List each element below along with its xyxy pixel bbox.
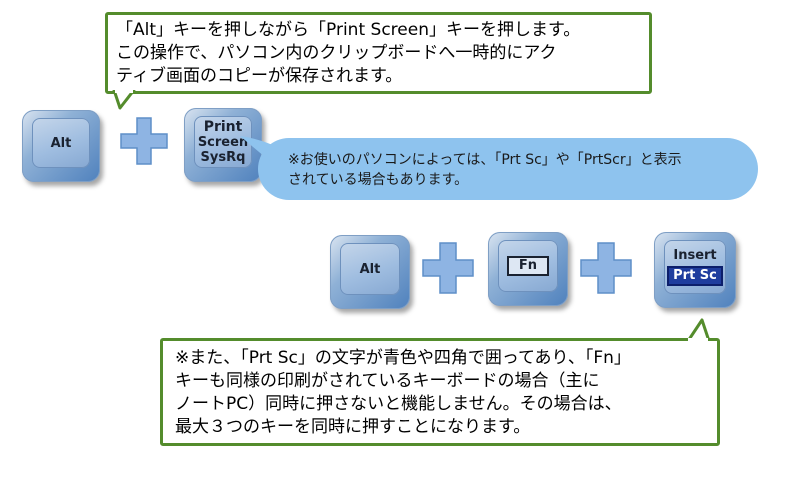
top-callout-line-1: 「Alt」キーを押しながら「Print Screen」キーを押します。 [116, 20, 581, 40]
bottom-callout-line-1: ※また、「Prt Sc」の文字が青色や四角で囲ってあり、「Fn」 [175, 348, 631, 368]
bottom-callout-line-4: 最大３つのキーを同時に押すことになります。 [175, 417, 531, 437]
print-screen-key-label-3: SysRq [200, 149, 246, 165]
bottom-callout: ※また、「Prt Sc」の文字が青色や四角で囲ってあり、「Fn」 キーも同様の印… [160, 338, 720, 446]
print-screen-key: Print Screen SysRq [184, 108, 262, 182]
note-bubble-text: ※お使いのパソコンによっては、「Prt Sc」や「PrtScr」と表示 されてい… [288, 150, 748, 190]
alt-key-label: Alt [50, 135, 72, 151]
plus-sign-3 [580, 242, 632, 294]
bottom-callout-tail-seam [688, 338, 708, 342]
top-callout-tail [112, 90, 136, 110]
top-callout: 「Alt」キーを押しながら「Print Screen」キーを押します。 この操作… [105, 12, 652, 94]
alt-key-2: Alt [330, 235, 410, 309]
alt-key-2-label: Alt [359, 261, 381, 277]
print-screen-key-label-2: Screen [197, 134, 249, 150]
plus-sign-2 [422, 242, 474, 294]
note-bubble [258, 138, 758, 200]
insert-key-label: Insert [673, 248, 717, 263]
alt-key: Alt [22, 110, 100, 182]
top-callout-line-2: この操作で、パソコン内のクリップボードへ一時的にアク [116, 43, 557, 63]
bottom-callout-line-2: キーも同様の印刷がされているキーボードの場合（主に [175, 371, 600, 391]
bottom-callout-line-3: ノートPC）同時に押さないと機能しません。その場合は、 [175, 394, 622, 414]
print-screen-key-label-1: Print [203, 118, 243, 135]
note-bubble-line-1: ※お使いのパソコンによっては、「Prt Sc」や「PrtScr」と表示 [288, 152, 682, 168]
top-callout-line-3: ティブ画面のコピーが保存されます。 [116, 66, 403, 86]
fn-key-label: Fn [506, 256, 550, 276]
insert-prtsc-key: Insert Prt Sc [654, 232, 736, 308]
plus-sign-1 [120, 117, 168, 165]
note-bubble-tail [240, 136, 290, 168]
fn-key: Fn [488, 232, 568, 306]
prtsc-key-label: Prt Sc [667, 266, 723, 286]
note-bubble-line-2: されている場合もあります。 [288, 172, 469, 188]
